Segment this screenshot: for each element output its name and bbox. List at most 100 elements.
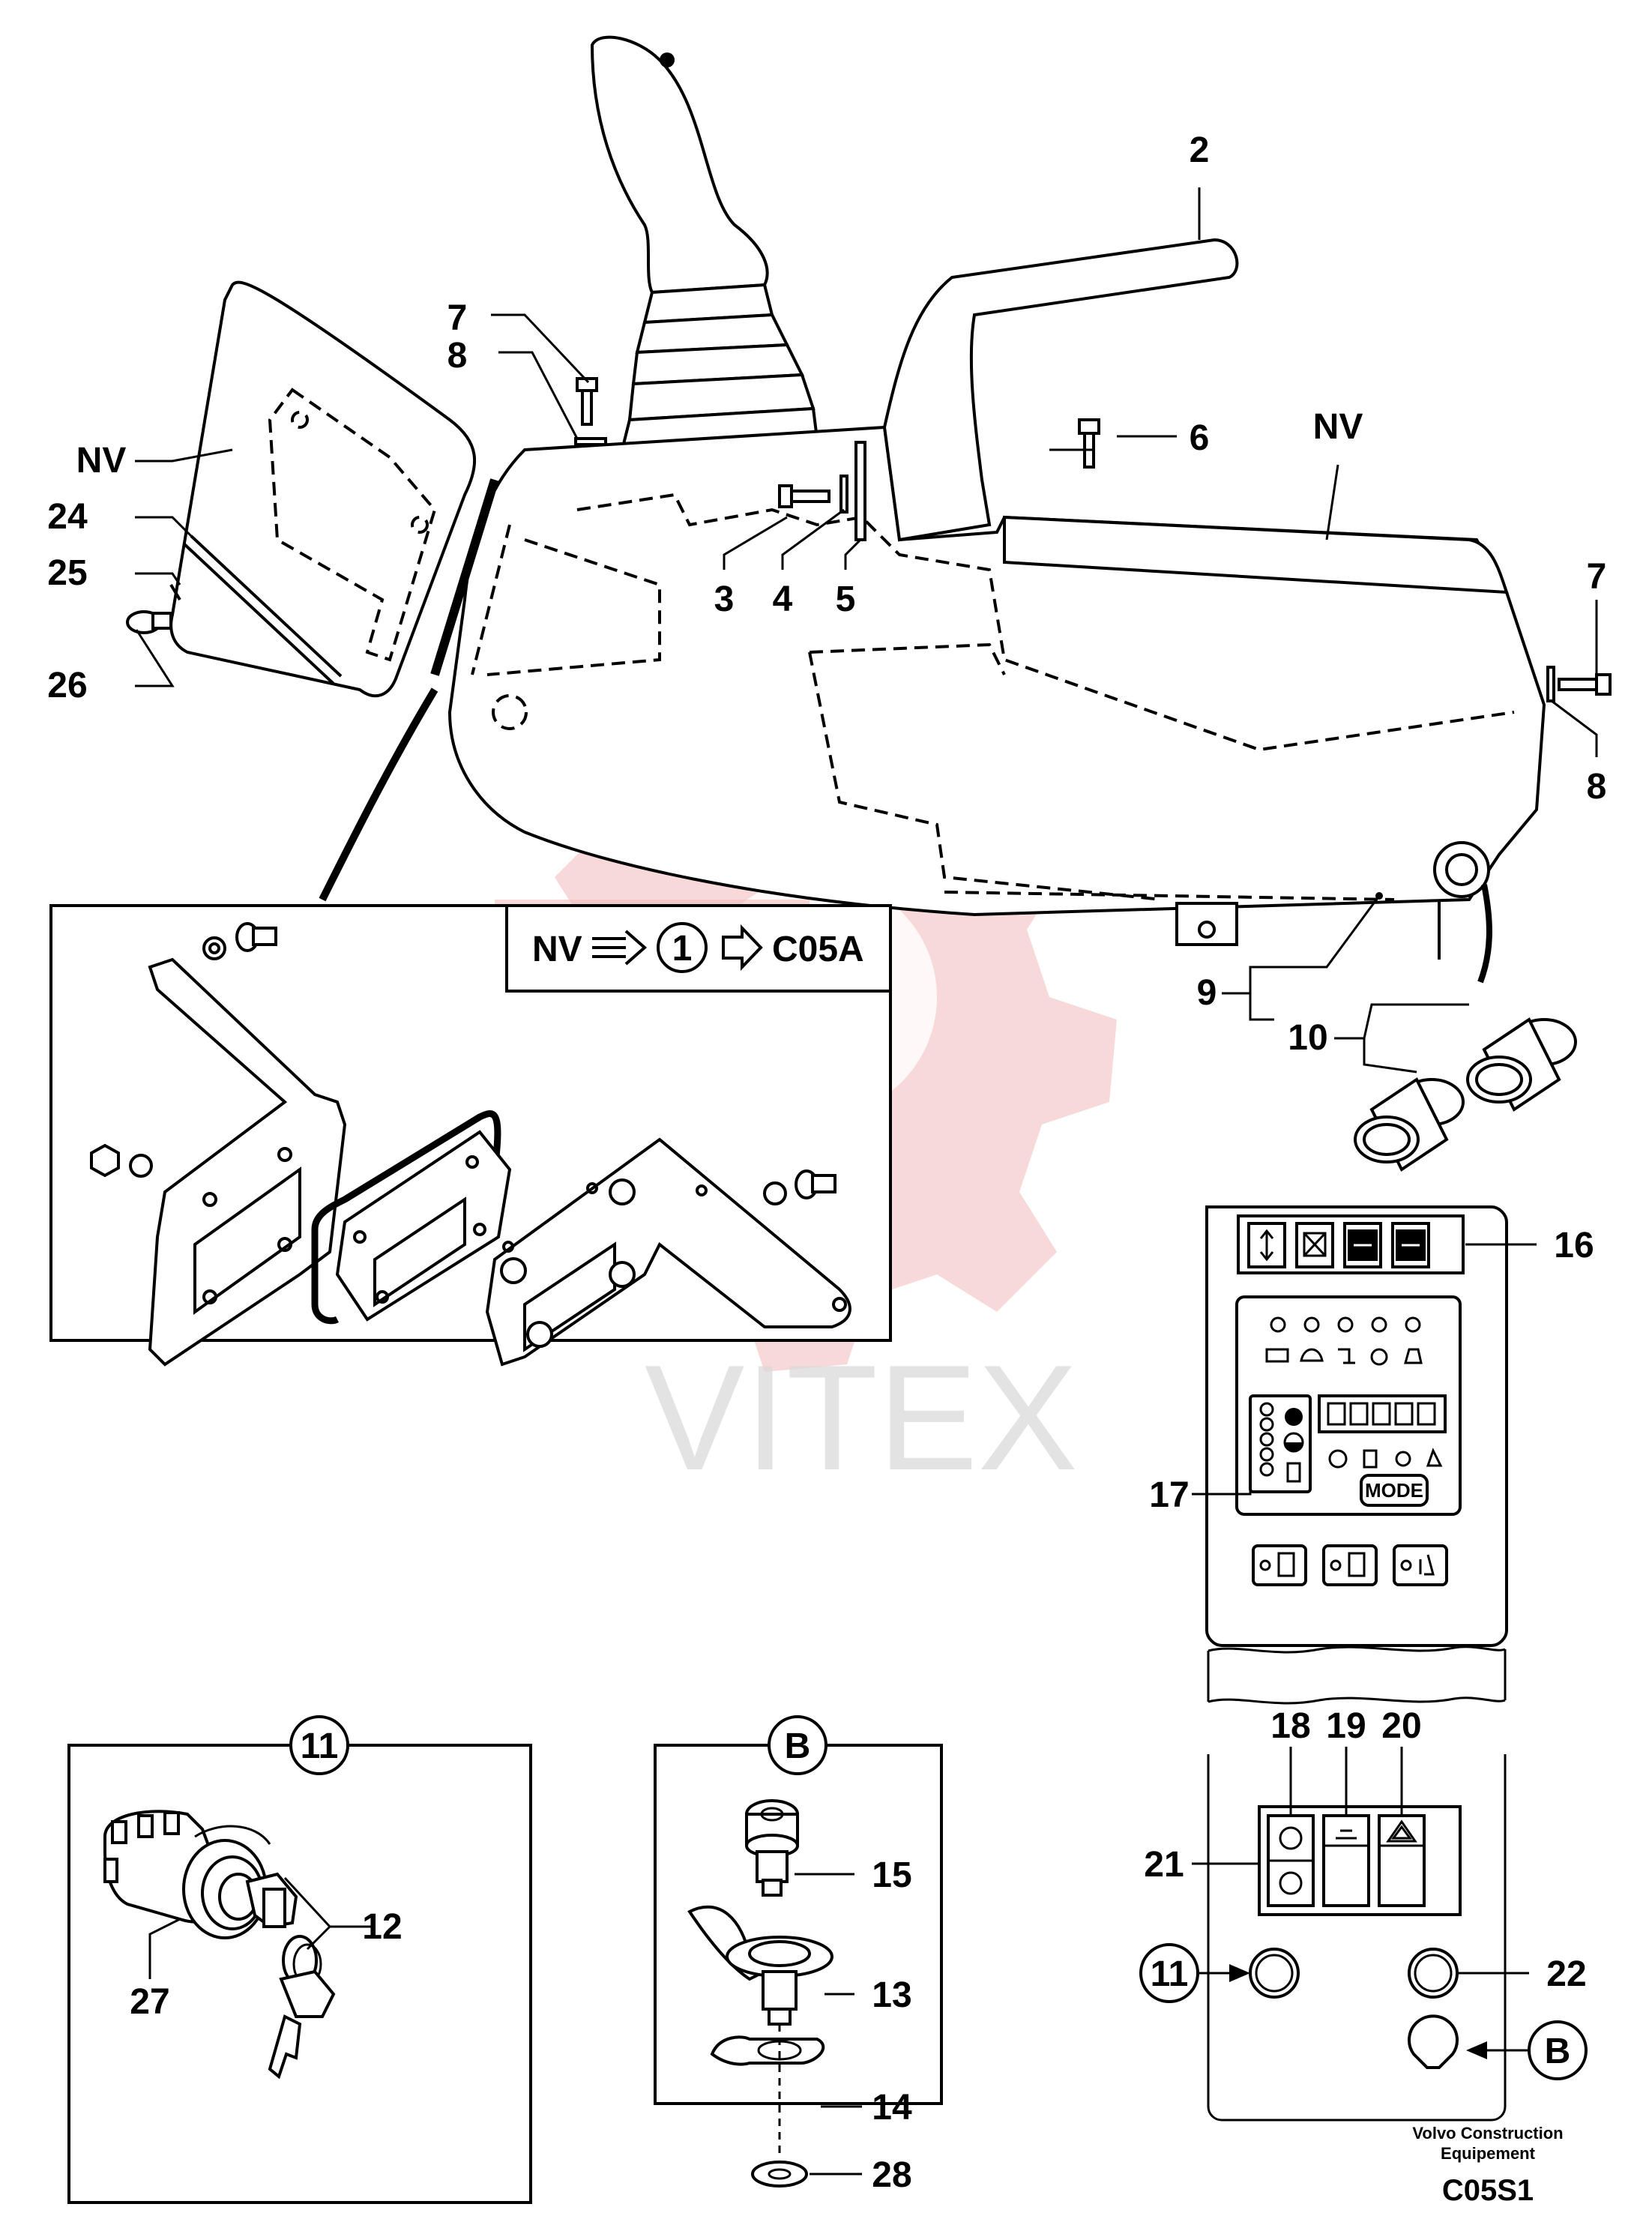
screw-detail-1	[235, 922, 277, 952]
callout-11-box: 11	[301, 1726, 339, 1766]
washer-detail-3	[763, 1181, 787, 1205]
gasket-plate	[335, 1130, 512, 1322]
label-10: 10	[1288, 1018, 1327, 1058]
plate-5	[854, 441, 866, 541]
nut-detail	[90, 1143, 120, 1178]
label-25: 25	[47, 553, 87, 593]
mode-button[interactable]	[1360, 1474, 1429, 1507]
ignition-switch	[103, 1810, 271, 1939]
label-4: 4	[773, 579, 793, 619]
socket-hole-b	[1408, 2014, 1459, 2069]
label-18: 18	[1270, 1706, 1310, 1746]
trim-strip-24	[182, 535, 343, 685]
rivet-26	[126, 610, 172, 634]
label-3: 3	[714, 579, 735, 619]
armrest-cover	[1003, 515, 1509, 594]
detail-nv: NV	[532, 930, 582, 969]
digital-segments	[1327, 1402, 1436, 1426]
panel-leaders	[1192, 1243, 1537, 2059]
mode-icons	[1328, 1448, 1443, 1469]
callout-b-panel: B	[1545, 2032, 1571, 2071]
rocker-switches	[1267, 1814, 1426, 1907]
mounting-bracket-right	[485, 1137, 851, 1367]
joystick-console-assembly	[447, 35, 1546, 984]
label-12: 12	[362, 1907, 402, 1947]
digital-readout	[1318, 1394, 1447, 1433]
callout-b-box: B	[785, 1726, 811, 1766]
washer-detail-2	[129, 1154, 153, 1178]
detail-11-box: 11	[67, 1715, 532, 2204]
ignition-keys	[245, 1872, 336, 2080]
socket-plug-15	[745, 1799, 799, 1897]
label-7-right: 7	[1587, 557, 1607, 597]
label-16: 16	[1554, 1226, 1594, 1265]
callout-11-panel: 11	[1151, 1954, 1189, 1994]
credit-line-1: Volvo Construction	[1412, 2124, 1563, 2143]
bolt-3	[778, 484, 830, 508]
hazard-icon	[1386, 1819, 1417, 1843]
arrow-right-icon	[722, 924, 763, 971]
label-nv-right: NV	[1313, 407, 1363, 447]
detail-leader	[319, 687, 438, 902]
socket-22	[1408, 1948, 1459, 1999]
label-13: 13	[872, 1975, 911, 2015]
label-9: 9	[1197, 973, 1217, 1013]
label-28: 28	[872, 2155, 911, 2195]
washer-8-right	[1546, 666, 1555, 702]
socket-body-13	[687, 1905, 833, 2026]
label-14: 14	[872, 2088, 912, 2128]
washer-8-top	[574, 437, 607, 446]
joystick-grip	[590, 35, 769, 295]
detail-ref-code: C05A	[772, 930, 864, 969]
washer-28	[751, 2161, 808, 2188]
label-7-top: 7	[447, 298, 468, 338]
mode-button-label: MODE	[1365, 1479, 1423, 1502]
detail-box: NV 1 C05A	[49, 904, 892, 1367]
label-22: 22	[1546, 1954, 1586, 1994]
joystick-boot	[620, 283, 819, 452]
detail-ref-circle	[657, 922, 708, 973]
gasket	[311, 1110, 501, 1304]
bolt-7-right	[1558, 673, 1612, 696]
label-26: 26	[47, 666, 87, 705]
service-arrow-icon	[592, 930, 648, 966]
callout-circle-b-panel	[1528, 2020, 1588, 2080]
warning-icon	[1279, 1871, 1303, 1895]
bushing-10-a	[1466, 1017, 1577, 1112]
ignition-hole-11	[1249, 1948, 1300, 1999]
washer-detail-1	[202, 936, 226, 960]
label-19: 19	[1326, 1706, 1366, 1746]
console-housing	[447, 425, 1546, 917]
instrument-panel: MODE	[1205, 1205, 1508, 2122]
label-27: 27	[130, 1982, 169, 2022]
detail-ref-number: 1	[672, 929, 693, 969]
diagram-code: C05S1	[1442, 2174, 1534, 2207]
label-21: 21	[1144, 1845, 1184, 1885]
bushing-10-b	[1354, 1077, 1465, 1172]
label-2: 2	[1190, 130, 1210, 170]
side-cover-panel	[169, 280, 499, 698]
label-8-top: 8	[447, 336, 468, 376]
label-15: 15	[872, 1855, 911, 1895]
screw-detail-2	[795, 1169, 836, 1199]
leader-lines	[135, 187, 1598, 1074]
label-24: 24	[47, 497, 88, 537]
bolt-7-top	[576, 377, 598, 426]
level-indicator-column	[1259, 1402, 1304, 1483]
switch-row-16	[1247, 1222, 1430, 1268]
label-5: 5	[836, 579, 856, 619]
horn-icon	[1336, 1829, 1357, 1840]
label-20: 20	[1381, 1706, 1421, 1746]
callout-circle-11-panel	[1139, 1943, 1199, 2003]
label-nv-left: NV	[76, 441, 127, 481]
bolt-6	[1078, 418, 1100, 469]
lever-handle	[882, 238, 1239, 542]
detail-b-box: B	[654, 1715, 943, 2159]
retaining-clip-14	[710, 2035, 825, 2066]
parking-brake-icon	[1279, 1826, 1303, 1850]
label-8-right: 8	[1587, 767, 1607, 807]
clip-25	[169, 583, 181, 601]
credit-line-2: Equipement	[1441, 2144, 1536, 2163]
warning-lamp-row	[1265, 1316, 1423, 1366]
